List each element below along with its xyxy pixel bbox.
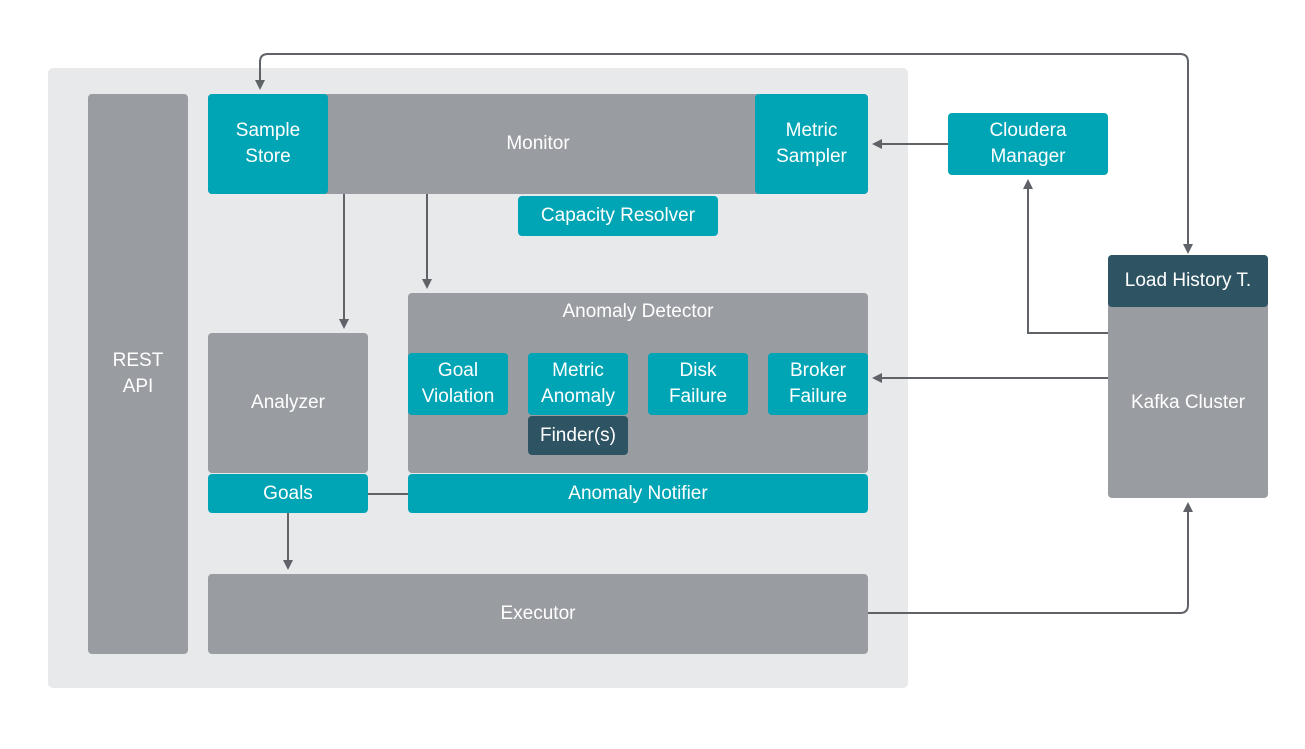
rest-api-block: REST API [88,94,188,654]
executor-block: Executor [208,574,868,654]
cloudera-manager-block: Cloudera Manager [948,113,1108,175]
arrow-kafka-to-cloudera [1023,179,1108,334]
broker-failure-block: Broker Failure [768,353,868,415]
anomaly-notifier-block: Anomaly Notifier [408,474,868,513]
load-history-topic-block: Load History T. [1108,255,1268,307]
metric-sampler-block: Metric Sampler [755,94,868,194]
metric-anomaly-block: Metric Anomaly [528,353,628,415]
analyzer-block: Analyzer [208,333,368,473]
arrow-executor-to-kafka [868,502,1193,614]
finders-block: Finder(s) [528,416,628,455]
capacity-resolver-block: Capacity Resolver [518,196,718,236]
goals-block: Goals [208,474,368,513]
goal-violation-block: Goal Violation [408,353,508,415]
sample-store-block: Sample Store [208,94,328,194]
disk-failure-block: Disk Failure [648,353,748,415]
